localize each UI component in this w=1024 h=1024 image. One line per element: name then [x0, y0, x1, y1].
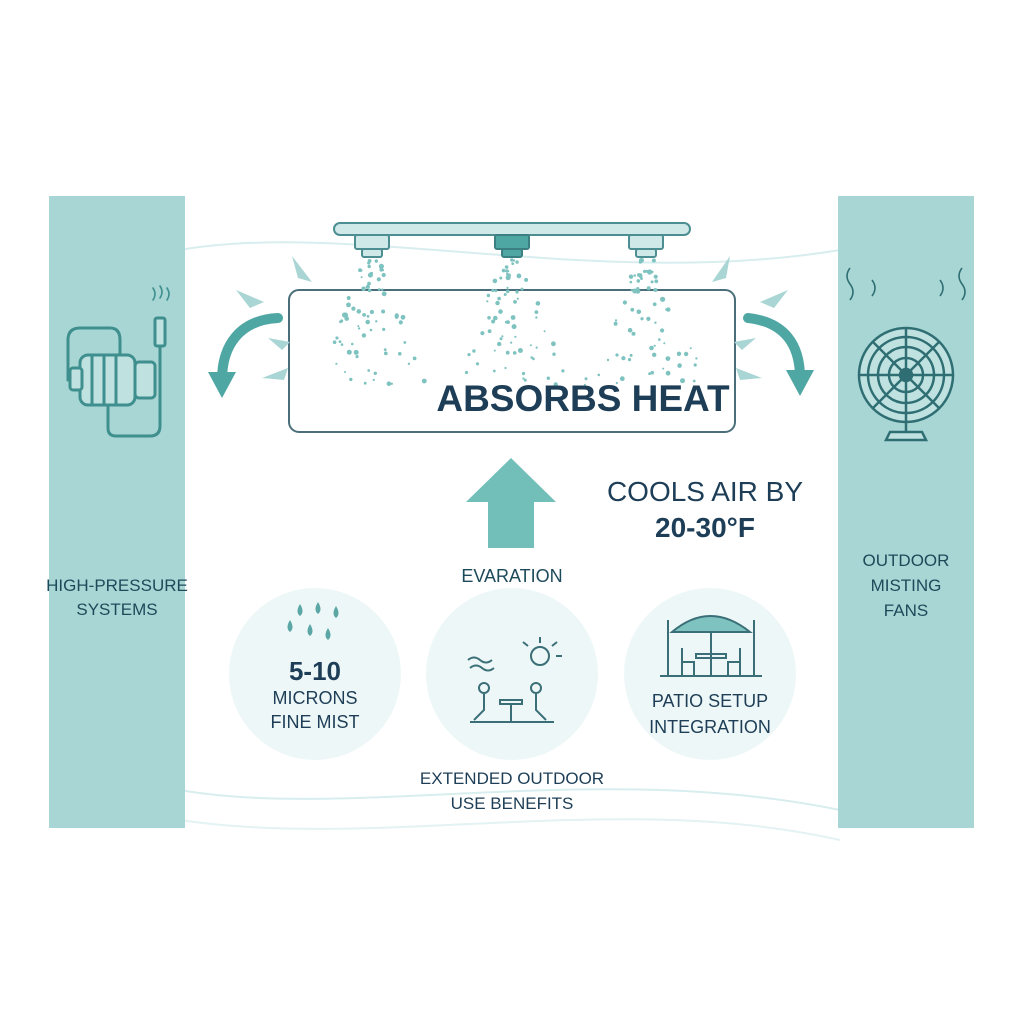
cooling-line2: 20-30°F: [655, 512, 755, 543]
left-panel: [49, 196, 185, 828]
right-panel: [838, 196, 974, 828]
mist-size: 5-10: [288, 656, 342, 686]
mist-desc: FINE MIST: [270, 712, 360, 732]
patio-line2: INTEGRATION: [649, 717, 771, 737]
benefits-line2: USE BENEFITS: [450, 794, 574, 813]
circle-mist-text: 5-10 MICRONS FINE MIST: [235, 656, 395, 734]
right-label-line2: MISTING: [870, 576, 942, 595]
arrow-label: EVARATION: [461, 566, 563, 586]
right-label-line1: OUTDOOR: [862, 551, 950, 570]
left-panel-label: HIGH-PRESSURE SYSTEMS: [44, 574, 190, 622]
benefits-line1: EXTENDED OUTDOOR: [419, 769, 605, 788]
left-label-line1: HIGH-PRESSURE: [46, 576, 188, 595]
cooling-line1: COOLS AIR BY: [606, 476, 804, 507]
patio-line1: PATIO SETUP: [651, 691, 769, 711]
left-label-line2: SYSTEMS: [76, 600, 158, 619]
cooling-text: COOLS AIR BY 20-30°F: [580, 474, 830, 546]
benefits-text: EXTENDED OUTDOOR USE BENEFITS: [400, 766, 624, 816]
right-panel-label: OUTDOOR MISTING FANS: [838, 548, 974, 623]
mist-unit: MICRONS: [272, 688, 358, 708]
absorbs-heat-title: ABSORBS HEAT: [436, 378, 730, 419]
circle-patio-text: PATIO SETUP INTEGRATION: [630, 688, 790, 740]
right-label-line3: FANS: [883, 601, 929, 620]
